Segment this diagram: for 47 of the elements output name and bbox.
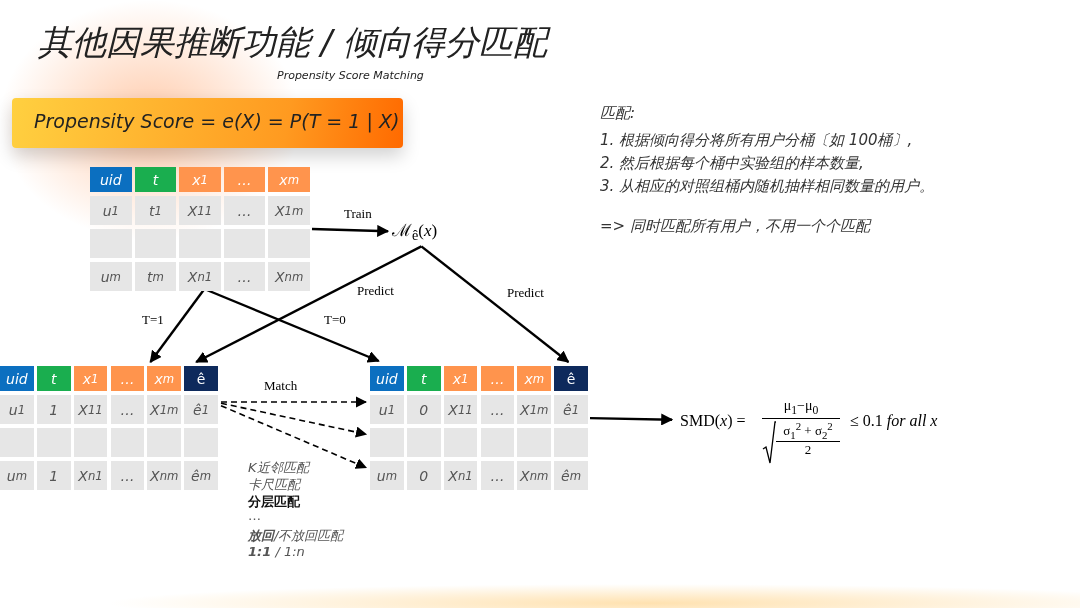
method-item: K近邻匹配 (248, 459, 309, 477)
header-cell: uid (0, 366, 34, 391)
formula-text: ≤ 0.1 for all x (850, 412, 938, 430)
table-cell: … (223, 262, 266, 291)
numerator: μ$_{1}$−μ$_{0}$ (782, 398, 820, 417)
table-cell: … (110, 461, 145, 490)
table-cell: 0 (406, 395, 441, 424)
denominator: 2 (803, 442, 813, 458)
method-item: 放回/不放回匹配 (248, 527, 344, 545)
header-cell: t (406, 366, 441, 391)
note-heading: 匹配: (600, 104, 636, 123)
header-cell: uid (370, 366, 404, 391)
method-item: 分层匹配 (248, 493, 300, 511)
formula-text: Propensity Score = e(X) = P(T = 1 | X) (34, 110, 400, 132)
note-step: 1. 根据倾向得分将所有用户分桶〔如 100桶〕, (600, 131, 913, 150)
dashed-arrow (220, 396, 368, 408)
header-cell: t (36, 366, 71, 391)
header-cell: … (480, 366, 515, 391)
table-cell: 0 (406, 461, 441, 490)
arrow (589, 413, 674, 426)
dashed-arrow (220, 404, 368, 469)
note-conclusion: => 同时匹配所有用户，不用一个个匹配 (600, 217, 870, 236)
header-cell: ê (554, 366, 588, 391)
table-cell: … (223, 196, 266, 225)
ellipsis: … (248, 508, 261, 523)
table-cell: 1 (36, 395, 71, 424)
formula-text: SMD(x) = (680, 412, 746, 430)
header-cell: … (223, 167, 266, 192)
note-step: 3. 从相应的对照组桶内随机抽样相同数量的用户。 (600, 177, 935, 196)
header-cell: uid (90, 167, 132, 192)
header-cell: t (134, 167, 177, 192)
model-formula: ℳ$_{ê}$(x) (392, 218, 438, 245)
arrow (195, 245, 422, 364)
note-step: 2. 然后根据每个桶中实验组的样本数量, (600, 154, 864, 173)
subtitle: Propensity Score Matching (277, 69, 424, 82)
arrow (311, 224, 390, 237)
table-cell: 1 (36, 461, 71, 490)
table-cell: … (110, 395, 145, 424)
method-item: 1:1 / 1:n (248, 544, 305, 559)
table-cell: … (480, 395, 515, 424)
dashed-arrow (220, 402, 368, 438)
method-item: 卡尺匹配 (248, 476, 300, 494)
formula-banner (12, 98, 403, 148)
arrow (420, 245, 570, 363)
table-cell: … (480, 461, 515, 490)
header-cell: ê (184, 366, 218, 391)
header-cell: … (110, 366, 145, 391)
